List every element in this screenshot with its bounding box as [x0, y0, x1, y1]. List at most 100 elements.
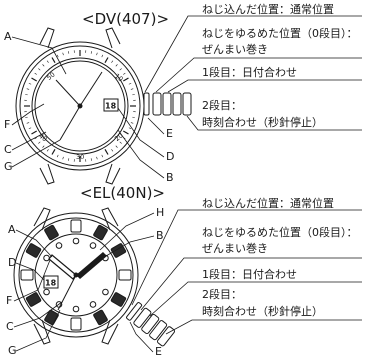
callout-c: C	[4, 143, 12, 156]
bezel-tick	[111, 149, 114, 152]
watch-lugs	[33, 207, 119, 345]
bezel-tick	[130, 122, 134, 124]
bezel-tick	[46, 149, 49, 152]
bezel-tick	[132, 116, 135, 118]
callout-b: B	[166, 171, 174, 184]
position-label-step-0: ねじをゆるめた位置（0段目）：	[202, 26, 358, 40]
bezel-tick	[123, 72, 126, 75]
bezel-number: 10	[113, 72, 124, 83]
diagram-el40n: <EL(40N)> 18	[6, 184, 362, 358]
dial-marker	[102, 288, 109, 296]
bezel-tick	[26, 122, 30, 124]
dial-marker	[89, 242, 97, 249]
callout-g: G	[8, 344, 17, 357]
position-label-step-2-sub: 時刻合わせ（秒針停止）	[202, 304, 323, 318]
bezel-tick	[42, 145, 45, 148]
position-label-step-0-sub: ぜんまい巻き	[202, 43, 268, 56]
dial-marker	[55, 242, 63, 249]
bezel-tick	[111, 60, 114, 63]
bezel-tick	[115, 145, 118, 148]
bezel-marker	[20, 269, 34, 281]
bezel-tick	[128, 127, 132, 130]
dial-marker	[89, 301, 97, 308]
bezel-number: 40	[37, 132, 48, 143]
hour-hand	[48, 254, 77, 280]
callout-g: G	[4, 160, 13, 173]
bezel-tick	[119, 141, 122, 144]
bezel-tick	[128, 82, 132, 85]
crown-position-labels: ねじ込んだ位置：通常位置 ねじをゆるめた位置（0段目）： ぜんまい巻き 1段目：…	[131, 196, 362, 335]
bezel-tick	[34, 137, 37, 140]
bezel-tick	[38, 141, 41, 144]
crown-positions	[143, 92, 192, 116]
bezel-tick	[26, 88, 30, 90]
callout-d: D	[166, 150, 174, 163]
bezel-tick	[119, 68, 122, 71]
bezel-tick	[56, 154, 59, 158]
bezel-tick	[51, 149, 56, 155]
position-label-screwed-in: ねじ込んだ位置：通常位置	[202, 196, 334, 210]
bezel-tick	[46, 60, 49, 63]
bezel-marker	[44, 224, 59, 241]
bezel-number: 30	[76, 153, 84, 161]
position-label-screwed-in: ねじ込んだ位置：通常位置	[202, 2, 334, 16]
bezel-tick	[101, 154, 104, 158]
bezel-tick	[68, 51, 70, 54]
bezel-tick	[132, 94, 135, 96]
hour-hand	[55, 79, 81, 107]
bezel-number: 50	[45, 71, 56, 82]
bezel-marker	[110, 292, 127, 307]
bezel-tick	[101, 54, 104, 58]
dial-marker	[72, 237, 80, 245]
bezel-tick	[62, 52, 64, 56]
bezel-marker	[25, 292, 42, 307]
date-value: 18	[45, 279, 57, 288]
bezel-marker	[70, 317, 82, 331]
dial-marker	[43, 254, 50, 262]
bezel-tick	[104, 149, 109, 155]
crown-positions	[126, 302, 176, 347]
date-value: 18	[105, 102, 117, 111]
callout-h: H	[156, 206, 164, 219]
callout-e: E	[166, 127, 173, 140]
diagram-title-el40n: <EL(40N)>	[80, 184, 165, 202]
bezel-tick	[123, 130, 129, 135]
bezel-tick	[104, 57, 109, 63]
bezel-tick	[90, 51, 92, 54]
watch-case	[13, 212, 139, 338]
diagram-title-dv407: <DV(407)>	[82, 10, 169, 28]
bezel-tick	[96, 156, 98, 160]
bezel-tick	[115, 64, 118, 67]
bezel-tick	[28, 82, 32, 85]
center-pin	[73, 272, 79, 278]
seconds-hand	[57, 274, 77, 311]
callout-f: F	[4, 118, 10, 131]
bezel-tick	[62, 156, 64, 160]
bezel-ticks	[24, 50, 136, 162]
bezel-tick	[31, 130, 37, 135]
callout-d: D	[8, 256, 16, 269]
position-label-step-0: ねじをゆるめた位置（0段目）：	[202, 225, 358, 239]
bezel-marker	[25, 243, 42, 258]
bezel-tick	[38, 68, 41, 71]
callout-leaders	[13, 212, 155, 353]
bezel-marker	[93, 224, 108, 241]
callout-a: A	[4, 30, 12, 43]
bezel-tick	[51, 57, 56, 63]
callout-c: C	[6, 320, 14, 333]
bezel-marker	[118, 269, 132, 281]
date-window: 18	[103, 98, 119, 112]
bezel-tick	[25, 116, 28, 118]
minute-hand	[76, 252, 107, 279]
bezel-tick	[96, 52, 98, 56]
dial-marker	[72, 305, 80, 313]
bezel-numbers: 50 10 20 30 40	[37, 71, 124, 161]
callout-letters: A B C D E F G H	[6, 206, 164, 358]
bezel-tick	[31, 77, 37, 82]
bezel-tick	[68, 158, 70, 161]
diagram-dv407: <DV(407)> 50 10 20 30 40	[4, 2, 362, 185]
position-label-step-2-sub: 時刻合わせ（秒針停止）	[202, 115, 323, 129]
bezel-tick	[56, 54, 59, 58]
position-label-step-1: 1段目：日付合わせ	[202, 267, 297, 281]
